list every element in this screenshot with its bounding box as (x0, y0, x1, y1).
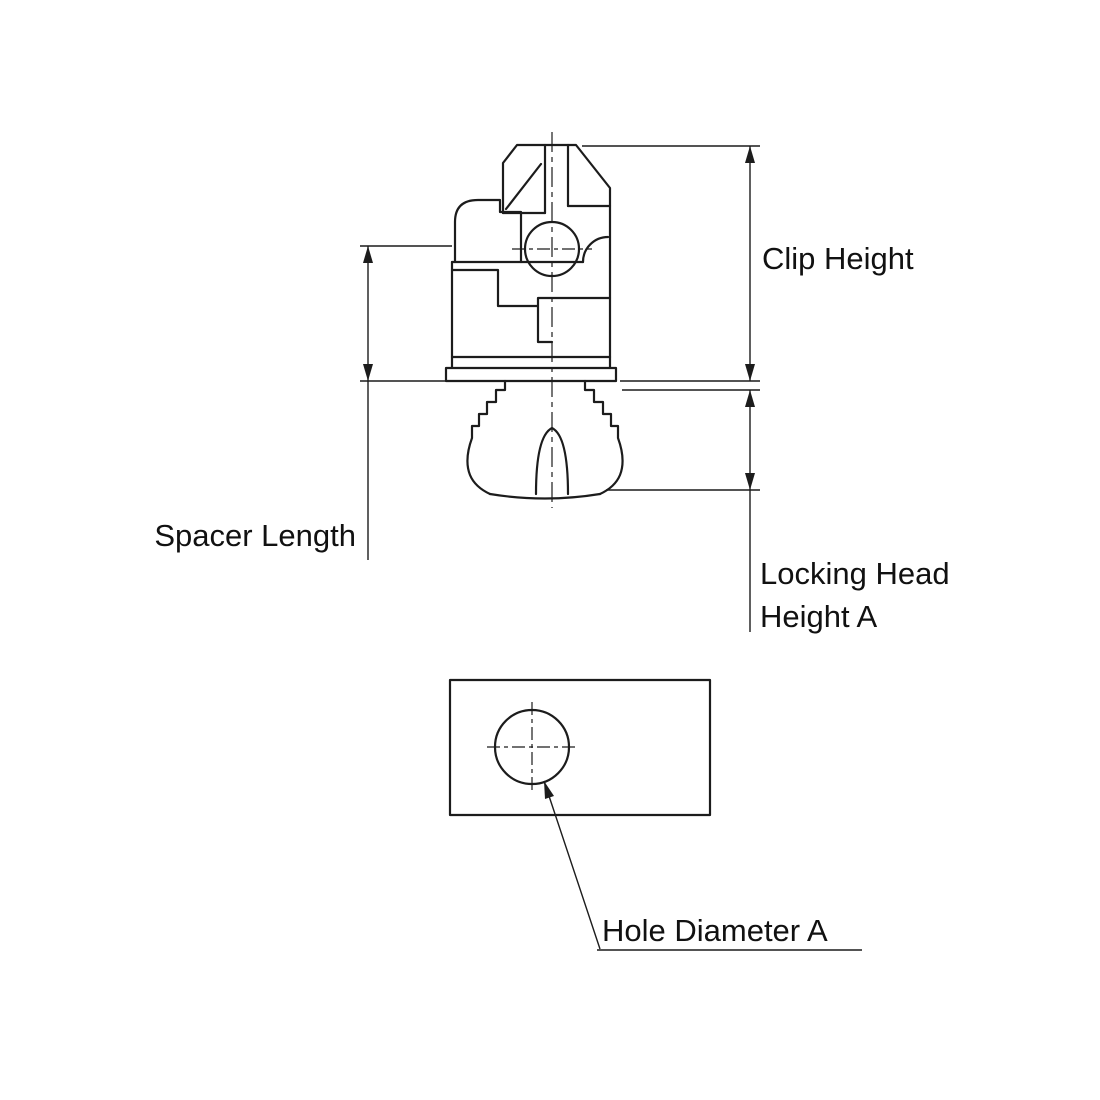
clip-head-chamfer-line (504, 162, 543, 211)
dimension-locking-head-height: Locking Head Height A (606, 389, 950, 634)
arrow-down-icon (363, 364, 373, 381)
locking-head-height-label-line1: Locking Head (760, 556, 950, 591)
leader-arrowhead-icon (544, 781, 554, 799)
leader-hole-diameter: Hole Diameter A (543, 780, 862, 951)
dimension-clip-height: Clip Height (582, 145, 914, 382)
locking-head-right-serrations (583, 379, 624, 496)
arrow-up-icon (745, 146, 755, 163)
locking-head-height-label-line2: Height A (760, 599, 878, 634)
locking-head-bottom-line (488, 492, 602, 500)
dimension-spacer-length: Spacer Length (154, 245, 452, 560)
flange-outline (444, 355, 618, 383)
locking-head-left-serrations (466, 379, 507, 496)
fillet-arc (581, 235, 610, 264)
leader-line (543, 780, 601, 950)
arrow-down-icon (745, 364, 755, 381)
spacer-side-view (444, 132, 624, 508)
left-barb-outline (453, 198, 523, 264)
arrow-up-icon (745, 390, 755, 407)
hole-diameter-label: Hole Diameter A (602, 913, 828, 948)
body-detail-step-lines (450, 268, 612, 344)
clip-height-extension-lines (582, 145, 760, 382)
spacer-length-extension-lines (360, 245, 452, 382)
locking-head-extension-lines (606, 389, 760, 491)
clip-head-outline (501, 143, 612, 264)
plate-outline (448, 678, 712, 817)
arrow-up-icon (363, 246, 373, 263)
mounting-plate-bottom-view (448, 678, 712, 817)
arrow-down-icon (745, 473, 755, 490)
spacer-length-label: Spacer Length (154, 518, 356, 553)
clip-height-label: Clip Height (762, 241, 914, 276)
